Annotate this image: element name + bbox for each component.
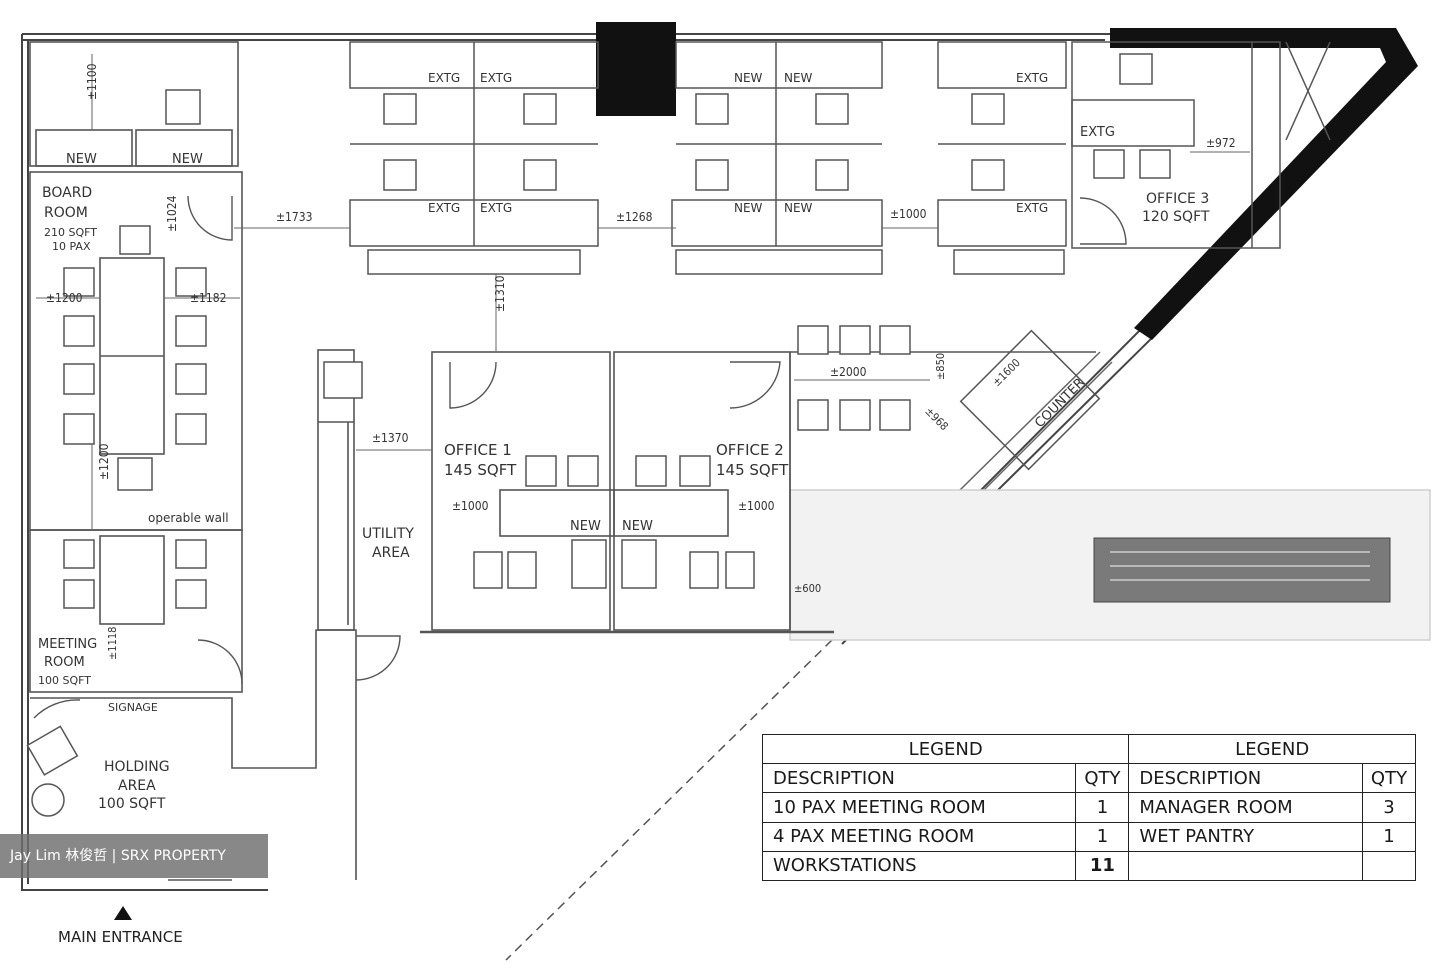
legend-qty: 1 (1075, 821, 1130, 852)
legend-row: WORKSTATIONS 11 (761, 850, 1416, 882)
tag-extg-3: EXTG (1016, 71, 1048, 85)
tag-extg-4: EXTG (428, 201, 460, 215)
dim-1000-o1: ±1000 (452, 499, 489, 513)
dim-1600: ±1600 (990, 356, 1023, 389)
tag-new-o1: NEW (570, 519, 601, 534)
curtain-wall (1110, 28, 1418, 340)
labels: BOARD ROOM 210 SQFT 10 PAX NEW NEW EXTG … (38, 71, 1210, 812)
tag-new-1: NEW (66, 152, 97, 167)
tag-new-o2: NEW (622, 519, 653, 534)
dim-1310: ±1310 (493, 275, 507, 312)
stamp-graphic (1093, 537, 1391, 603)
tag-new-6: NEW (784, 201, 813, 215)
tag-new-3: NEW (734, 71, 763, 85)
legend-desc-header-left: DESCRIPTION (761, 763, 1077, 794)
workstations (349, 41, 1331, 275)
legend-table: LEGEND LEGEND DESCRIPTION QTY DESCRIPTIO… (761, 733, 1416, 882)
utility-label-1: UTILITY (362, 526, 414, 542)
dim-1370: ±1370 (372, 431, 409, 445)
tag-new-2: NEW (172, 152, 203, 167)
tag-extg-5: EXTG (480, 201, 512, 215)
dim-850: ±850 (934, 353, 947, 380)
office3-area: 120 SQFT (1142, 209, 1210, 225)
meeting-room-label-2: ROOM (44, 655, 85, 670)
office1-name: OFFICE 1 (444, 441, 512, 459)
dim-1200-top: ±1200 (46, 291, 83, 305)
legend-row: 10 PAX MEETING ROOM 1 MANAGER ROOM 3 (761, 792, 1416, 823)
dim-600: ±600 (794, 582, 821, 595)
legend-qty: 11 (1075, 850, 1130, 882)
office2-name: OFFICE 2 (716, 441, 784, 459)
dim-1118: ±1118 (106, 627, 119, 660)
dim-1000-o2: ±1000 (738, 499, 775, 513)
dimension-lines (36, 54, 1250, 530)
dim-1733: ±1733 (276, 210, 313, 224)
board-room-label-2: ROOM (44, 205, 88, 221)
legend-desc-header-right: DESCRIPTION (1128, 763, 1363, 794)
tag-extg-7: EXTG (1080, 125, 1115, 140)
legend-qty: 1 (1362, 821, 1416, 852)
legend-title-right: LEGEND (1128, 733, 1416, 765)
operable-wall-label: operable wall (148, 511, 229, 525)
holding-area-label-1: HOLDING (104, 759, 170, 775)
office2-area: 145 SQFT (716, 461, 789, 479)
legend-desc: 10 PAX MEETING ROOM (761, 792, 1077, 823)
legend-qty (1362, 850, 1416, 882)
counter-label: COUNTER (1032, 375, 1088, 431)
dim-1024: ±1024 (165, 195, 179, 232)
entrance-arrow-icon (114, 906, 132, 920)
column (596, 22, 676, 116)
stamp-texture (1110, 551, 1370, 581)
board-room-chairs (26, 89, 363, 817)
legend-row: 4 PAX MEETING ROOM 1 WET PANTRY 1 (761, 821, 1416, 852)
dim-1200-side: ±1200 (97, 443, 111, 480)
office3-name: OFFICE 3 (1146, 191, 1209, 207)
legend-desc: MANAGER ROOM (1128, 792, 1363, 823)
legend-qty: 1 (1075, 792, 1130, 823)
tag-extg-1: EXTG (428, 71, 460, 85)
meeting-room-label-1: MEETING (38, 637, 97, 652)
holding-area-label-2: AREA (118, 778, 156, 794)
dim-1182: ±1182 (190, 291, 227, 305)
legend-qty-header-left: QTY (1075, 763, 1130, 794)
legend-desc: WORKSTATIONS (761, 850, 1077, 882)
signage-label: SIGNAGE (108, 701, 158, 714)
structural-walls (596, 22, 1418, 340)
dim-972: ±972 (1206, 136, 1236, 150)
dim-968: ±968 (922, 405, 950, 433)
board-room-pax: 10 PAX (52, 240, 91, 253)
office1-area: 145 SQFT (444, 461, 517, 479)
pantry-chairs (797, 325, 911, 431)
main-entrance-label: MAIN ENTRANCE (58, 928, 183, 946)
tag-extg-2: EXTG (480, 71, 512, 85)
office-chairs (473, 455, 755, 589)
dim-1100: ±1100 (85, 63, 99, 100)
tag-extg-6: EXTG (1016, 201, 1048, 215)
dim-1000-top: ±1000 (890, 207, 927, 221)
lease-line (505, 639, 833, 961)
legend-desc: 4 PAX MEETING ROOM (761, 821, 1077, 852)
left-rooms (29, 41, 357, 881)
legend-title-left: LEGEND (761, 733, 1130, 765)
meeting-room-area: 100 SQFT (38, 674, 91, 687)
holding-area-area: 100 SQFT (98, 796, 166, 812)
legend-qty-header-right: QTY (1362, 763, 1416, 794)
doors (33, 195, 1127, 719)
board-room-label-1: BOARD (42, 185, 92, 201)
utility-label-2: AREA (372, 545, 410, 561)
dim-2000: ±2000 (830, 365, 867, 379)
watermark: Jay Lim 林俊哲 | SRX PROPERTY (0, 834, 268, 878)
board-room-area: 210 SQFT (44, 226, 97, 239)
legend-qty: 3 (1362, 792, 1416, 823)
workstation-chairs (383, 53, 1171, 191)
tag-new-4: NEW (784, 71, 813, 85)
dim-1268: ±1268 (616, 210, 653, 224)
legend-desc (1128, 850, 1363, 882)
tag-new-5: NEW (734, 201, 763, 215)
legend-desc: WET PANTRY (1128, 821, 1363, 852)
